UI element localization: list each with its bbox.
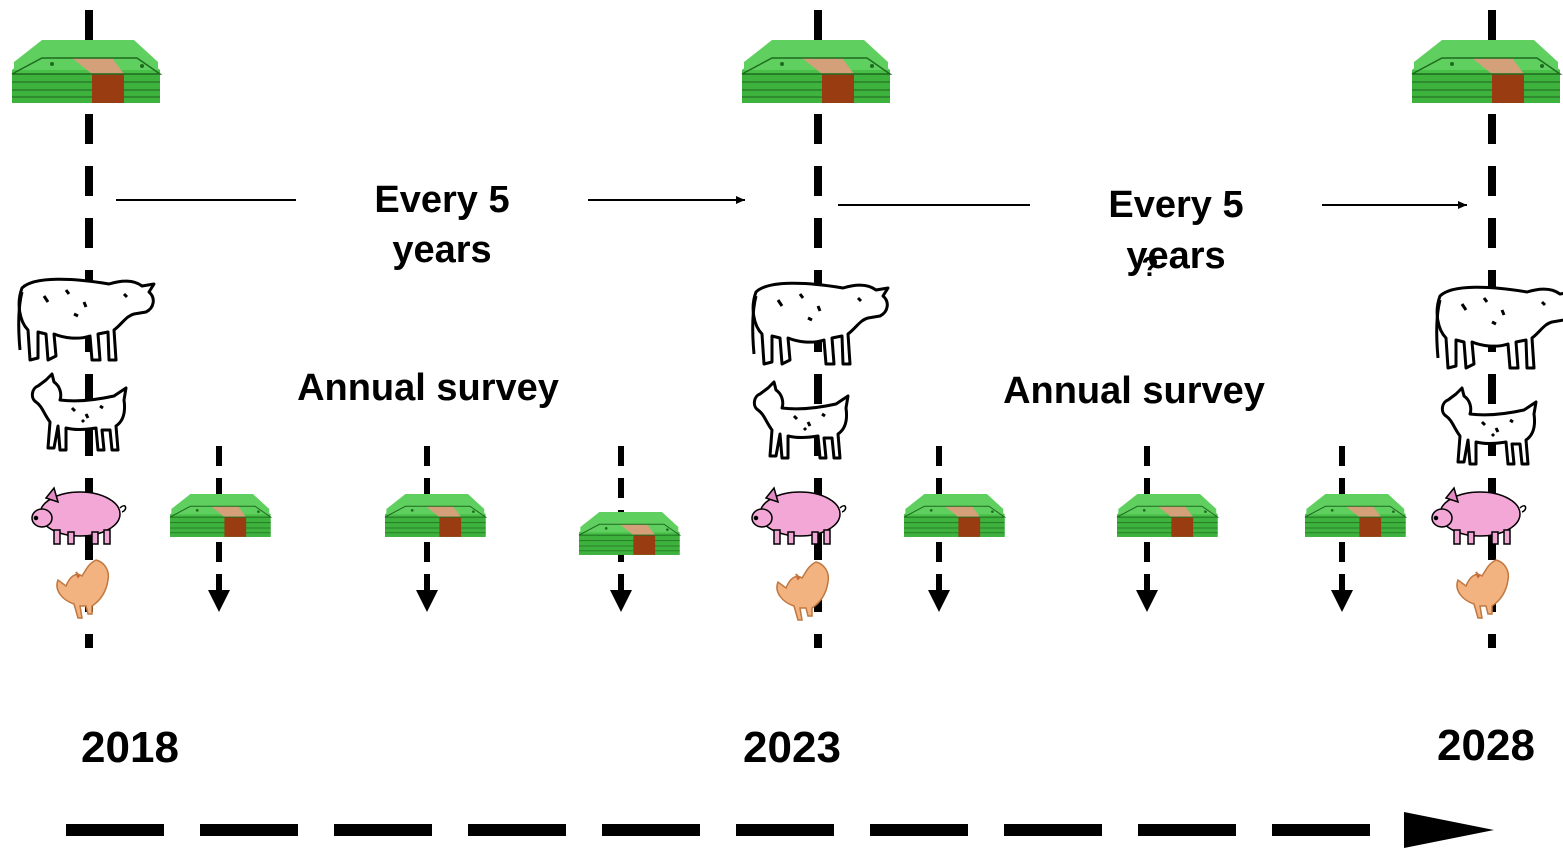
census-money-icon-2028 — [1411, 39, 1561, 104]
cycle-label-1-line1: Every 5 — [374, 179, 509, 221]
survey-arrow-head-5 — [1136, 590, 1158, 612]
cycle-label-2-line2: years — [1126, 235, 1225, 277]
annual-survey-label-2: Annual survey — [1003, 370, 1265, 412]
survey-arrow-head-2 — [416, 590, 438, 612]
cycle-label-1-line2: years — [392, 229, 491, 271]
survey-money-icon-5 — [1116, 493, 1219, 538]
stray-question-mark: ? — [1141, 251, 1158, 282]
goat-icon-2018 — [30, 372, 128, 452]
survey-money-icon-4 — [903, 493, 1006, 538]
rooster-icon-2018 — [56, 559, 110, 619]
survey-money-icon-3 — [578, 511, 681, 556]
rooster-icon-2028 — [1456, 559, 1510, 619]
year-label-2023: 2023 — [743, 723, 841, 772]
pig-icon-2018 — [31, 487, 127, 545]
survey-arrow-head-3 — [610, 590, 632, 612]
goat-icon-2023 — [752, 380, 850, 460]
pig-icon-2023 — [751, 487, 847, 545]
pig-icon-2028 — [1431, 487, 1527, 545]
year-label-2018: 2018 — [81, 723, 179, 772]
survey-money-icon-2 — [384, 493, 487, 538]
census-money-icon-2023 — [741, 39, 891, 104]
cow-icon-2028 — [1435, 285, 1563, 370]
survey-arrow-head-4 — [928, 590, 950, 612]
survey-arrow-head-6 — [1331, 590, 1353, 612]
time-axis-arrow — [66, 812, 1494, 848]
annual-survey-label-1: Annual survey — [297, 367, 559, 409]
survey-arrow-head-1 — [208, 590, 230, 612]
survey-money-icon-1 — [169, 493, 272, 538]
year-label-2028: 2028 — [1437, 721, 1535, 770]
census-money-icon-2018 — [11, 39, 161, 104]
survey-money-icon-6 — [1304, 493, 1407, 538]
annual-survey-arrows — [169, 446, 1407, 612]
cycle-label-2-line1: Every 5 — [1108, 184, 1243, 226]
